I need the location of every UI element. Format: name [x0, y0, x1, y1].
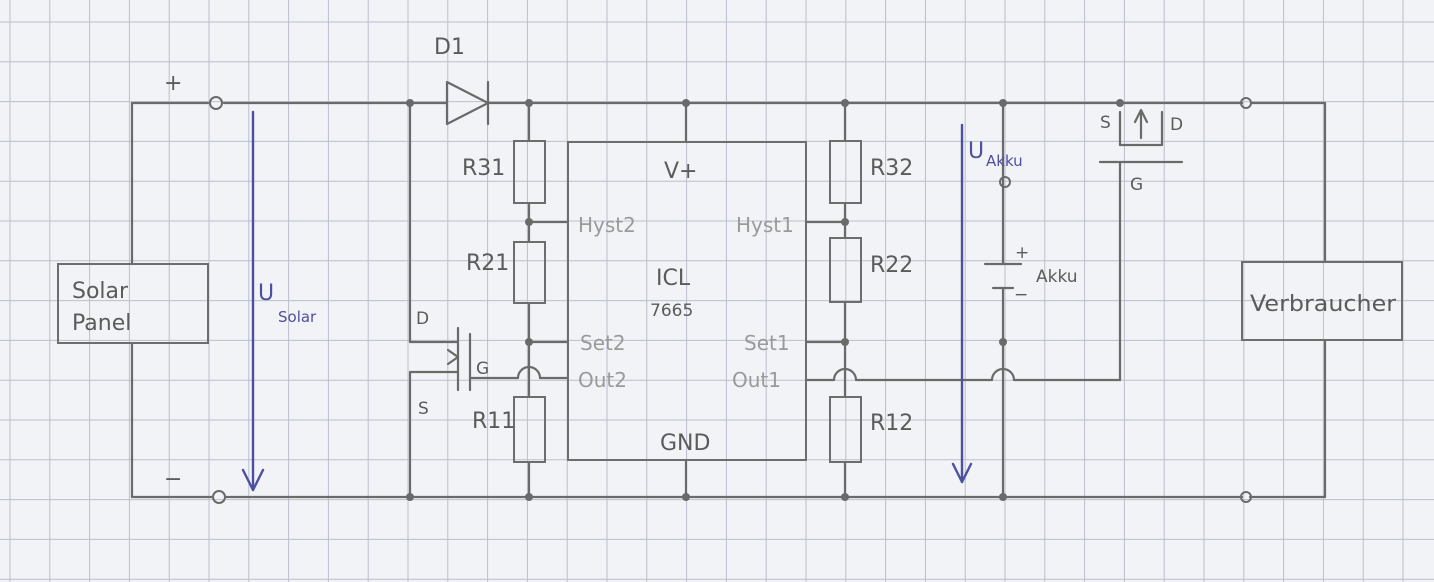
- pin-set2-label: Set2: [580, 331, 626, 355]
- r21-label: R21: [466, 251, 509, 276]
- diode-d1: D1: [434, 35, 490, 126]
- consumer-label: Verbraucher: [1250, 292, 1397, 317]
- resistor-r21: [513, 241, 546, 304]
- solar-panel-label-1: Solar: [72, 279, 129, 304]
- junction: [999, 99, 1007, 107]
- ic-body: [567, 141, 807, 461]
- junction: [1116, 99, 1124, 107]
- terminals: [209, 96, 1252, 504]
- battery-voltage-sub: Akku: [986, 152, 1023, 170]
- junction: [999, 338, 1007, 346]
- junction: [525, 218, 533, 226]
- resistor-r22: [829, 237, 862, 303]
- solar-voltage-arrowhead: [241, 468, 265, 492]
- r31-label: R31: [462, 156, 505, 181]
- battery-voltage-main: U: [968, 139, 984, 164]
- r22-label: R22: [870, 253, 913, 278]
- diode-triangle: [445, 80, 490, 126]
- pin-hyst2-label: Hyst2: [578, 213, 636, 237]
- left-resistors: R31 R21 R11: [462, 140, 546, 463]
- right-mosfet: S D G: [1098, 108, 1184, 195]
- junction: [406, 99, 414, 107]
- pin-hyst1-label: Hyst1: [736, 213, 794, 237]
- r11-label: R11: [472, 409, 515, 434]
- battery-label: Akku: [1036, 267, 1078, 287]
- r32-label: R32: [870, 156, 913, 181]
- junction: [841, 218, 849, 226]
- solar-panel: Solar Panel: [57, 263, 209, 344]
- junction: [525, 493, 533, 501]
- junction: [682, 99, 690, 107]
- consumer-top-terminal: [1240, 97, 1252, 109]
- right-fet-arrow: [1133, 108, 1149, 140]
- junction: [999, 493, 1007, 501]
- pin-set1-label: Set1: [744, 331, 790, 355]
- right-fet-source-label: S: [1100, 113, 1111, 133]
- left-fet-gate-label: G: [476, 359, 489, 379]
- consumer: Verbraucher: [1241, 261, 1403, 341]
- ic-name-label-1: ICL: [656, 266, 691, 291]
- pin-out2-label: Out2: [578, 368, 627, 392]
- junction: [525, 99, 533, 107]
- junction: [841, 493, 849, 501]
- right-resistors: R32 R22 R12: [829, 140, 913, 463]
- solar-minus-terminal: [212, 490, 226, 504]
- solar-plus-terminal: [209, 96, 223, 110]
- left-mosfet: D G S: [416, 309, 489, 419]
- r12-label: R12: [870, 411, 913, 436]
- plus-terminal-label: +: [164, 71, 182, 96]
- ic-icl7665: V+ GND ICL 7665 Hyst2 Set2 Out2 Hyst1 Se…: [567, 141, 807, 461]
- left-fet-drain-label: D: [416, 309, 429, 329]
- resistor-r32: [829, 140, 862, 204]
- out1-wire: [804, 367, 1122, 382]
- battery-voltage-arrowhead: [951, 462, 973, 484]
- battery-plus-label: +: [1015, 243, 1029, 263]
- junction: [525, 338, 533, 346]
- resistor-r31: [513, 140, 546, 204]
- out2-wire: [468, 365, 570, 380]
- left-fet-source-label: S: [418, 399, 429, 419]
- battery-minus-label: −: [1014, 285, 1028, 305]
- junction: [682, 493, 690, 501]
- solar-voltage-main: U: [258, 281, 274, 306]
- right-fet-gate-label: G: [1130, 175, 1143, 195]
- ic-vplus-label: V+: [664, 159, 697, 184]
- left-fet-column: [408, 101, 460, 499]
- ic-name-label-2: 7665: [650, 301, 693, 321]
- battery-voltage-arrow: U Akku: [951, 123, 1023, 484]
- solar-panel-label-2: Panel: [72, 311, 131, 336]
- junction: [841, 99, 849, 107]
- resistor-r11: [513, 396, 546, 463]
- pin-out1-label: Out1: [732, 368, 781, 392]
- consumer-bottom-terminal: [1240, 491, 1252, 503]
- left-fet-arrow: [446, 348, 460, 366]
- battery-akku: + − Akku: [983, 243, 1078, 305]
- junction: [841, 338, 849, 346]
- battery-top-terminal: [999, 176, 1011, 188]
- solar-voltage-sub: Solar: [278, 308, 317, 326]
- diode-label: D1: [434, 35, 465, 60]
- solar-voltage-arrow: U Solar: [241, 110, 317, 492]
- ic-gnd-label: GND: [660, 431, 710, 456]
- consumer-box: [1241, 261, 1403, 341]
- solar-panel-box: [57, 263, 209, 344]
- junction: [406, 493, 414, 501]
- minus-terminal-label: −: [164, 467, 182, 492]
- junction-dots: [406, 99, 1124, 501]
- right-fet-drain-label: D: [1170, 115, 1183, 135]
- resistor-r12: [829, 396, 862, 463]
- right-fet-source-lead: [1118, 110, 1164, 147]
